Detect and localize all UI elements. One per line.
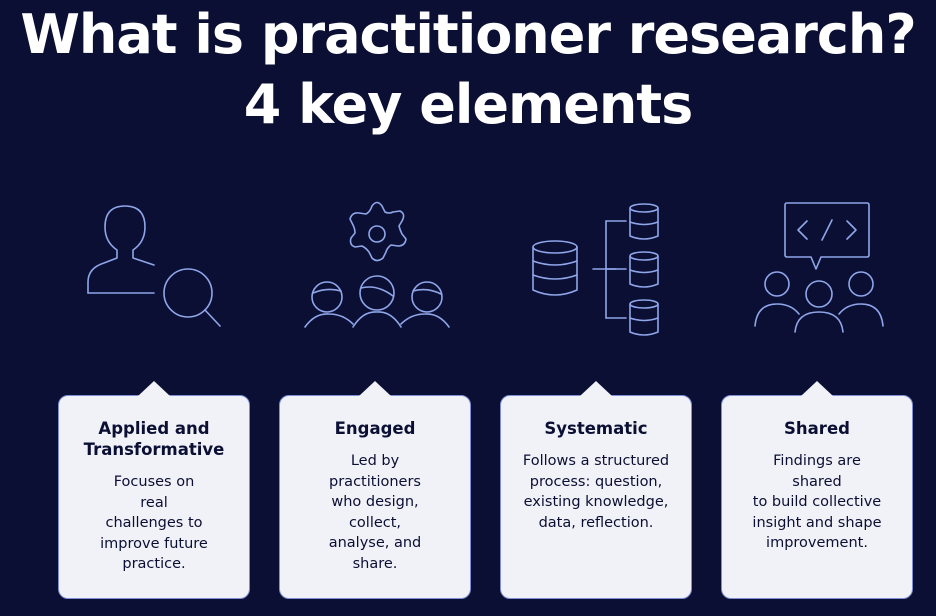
page-title: What is practitioner research? 4 key ele… [0, 0, 936, 140]
element-systematic: Systematic Follows a structured process:… [498, 190, 698, 610]
people-collaboration-icon [277, 190, 477, 340]
database-structure-icon [498, 190, 698, 340]
card-title: Applied and Transformative [83, 419, 225, 459]
card-title: Systematic [544, 419, 648, 438]
card-engaged: Engaged Led by practitioners who design,… [279, 381, 471, 599]
card-description: Follows a structured process: question, … [522, 453, 670, 531]
element-engaged: Engaged Led by practitioners who design,… [277, 190, 477, 610]
element-applied: Applied and Transformative Focuses on re… [56, 190, 256, 610]
title-line-1: What is practitioner research? [20, 3, 916, 66]
card-title: Engaged [334, 419, 416, 438]
card-description: Focuses on real challenges to improve fu… [100, 474, 208, 572]
card-description: Led by practitioners who design, collect… [328, 453, 422, 572]
card-title: Shared [784, 419, 850, 438]
group-code-chat-icon [719, 190, 919, 340]
card-shared: Shared Findings are shared to build coll… [721, 381, 913, 599]
title-line-2: 4 key elements [243, 73, 694, 136]
element-shared: Shared Findings are shared to build coll… [719, 190, 919, 610]
card-description: Findings are shared to build collective … [752, 453, 882, 551]
card-systematic: Systematic Follows a structured process:… [500, 381, 692, 599]
person-search-icon [56, 190, 256, 340]
card-applied: Applied and Transformative Focuses on re… [58, 381, 250, 599]
